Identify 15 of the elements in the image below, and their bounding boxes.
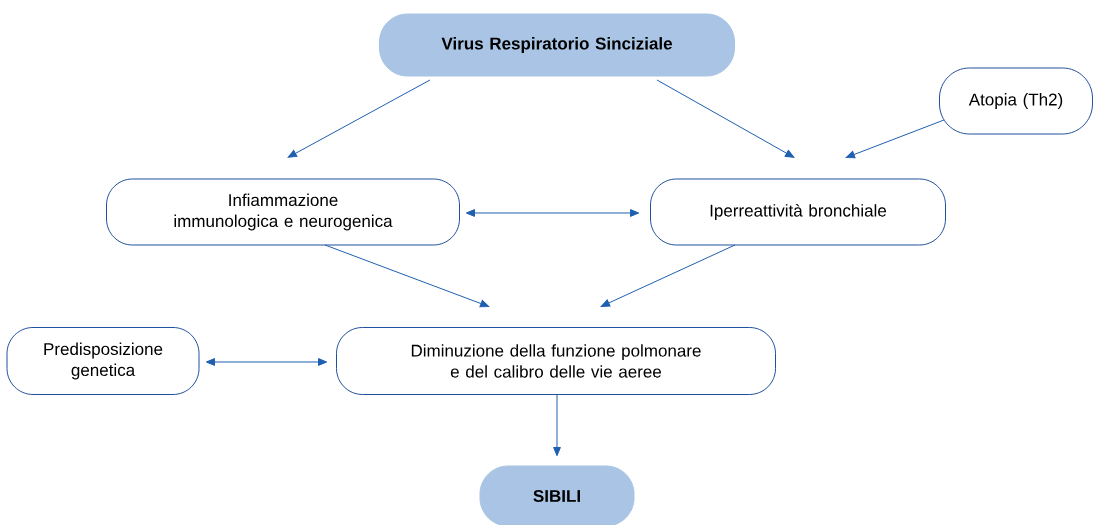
arrow [287, 79, 431, 158]
process-box: Predisposizione genetica [6, 327, 200, 395]
process-box: Infiammazione immunologica e neurogenica [106, 178, 460, 246]
arrow [324, 244, 490, 308]
arrow [600, 244, 736, 307]
arrow [845, 119, 945, 159]
arrow [205, 358, 328, 366]
process-box: Atopia (Th2) [939, 67, 1093, 135]
arrow [656, 79, 795, 158]
process-box: Diminuzione della funzione polmonare e del calibro delle vie aeree [336, 327, 776, 395]
arrow [553, 394, 561, 457]
title-box: Virus Respiratorio Sinciziale [379, 13, 735, 77]
arrow [465, 209, 640, 217]
process-box: Iperreattività bronchiale [650, 178, 946, 246]
title-box: SIBILI [479, 465, 635, 525]
